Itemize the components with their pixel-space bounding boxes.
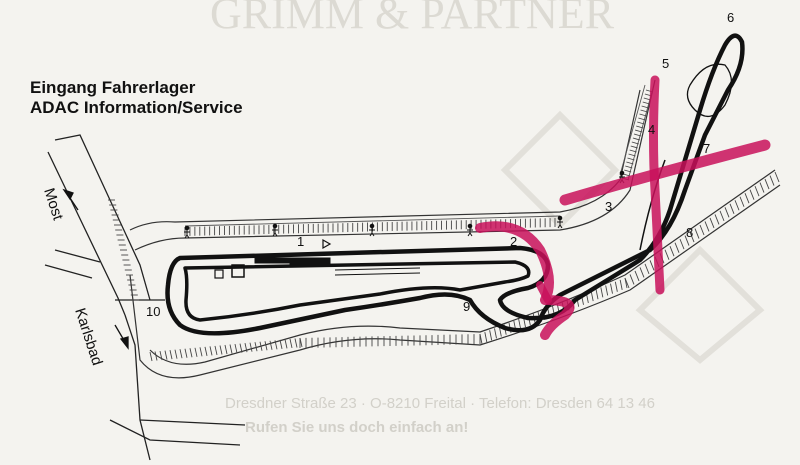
corner-number-4: 4 (648, 122, 655, 137)
corner-number-7: 7 (703, 141, 710, 156)
corner-number-2: 2 (510, 234, 517, 249)
corner-number-10: 10 (146, 304, 160, 319)
corner-number-1: 1 (297, 234, 304, 249)
building-icon (231, 264, 245, 278)
direction-arrows (62, 188, 129, 350)
corner-numbers: 1 2 3 4 5 6 7 8 9 10 (146, 10, 734, 319)
heading-adac-info: ADAC Information/Service (30, 98, 243, 117)
pit-lane-bar (289, 261, 331, 266)
spectator-icon (272, 223, 278, 237)
access-roads (44, 134, 246, 461)
corner-number-5: 5 (662, 56, 669, 71)
corner-number-6: 6 (727, 10, 734, 25)
heading-paddock-entrance: Eingang Fahrerlager (30, 78, 196, 97)
background-print: GRIMM & PARTNER Dresdner Straße 23 · O-8… (210, 0, 765, 436)
race-track (165, 33, 745, 336)
background-text-top: GRIMM & PARTNER (210, 0, 615, 38)
spectator-icon (369, 223, 375, 237)
corner-number-9: 9 (463, 299, 470, 314)
pit-line (334, 267, 421, 271)
corner-number-3: 3 (605, 199, 612, 214)
spectator-markers (184, 170, 625, 239)
marker-annotations (475, 75, 771, 340)
marker-stroke (536, 281, 552, 304)
road-label-karlsbad: Karlsbad (71, 306, 105, 368)
corner-number-8: 8 (686, 225, 693, 240)
background-text-bottom-1: Dresdner Straße 23 · O-8210 Freital · Te… (225, 395, 655, 412)
spectator-icon (467, 223, 473, 237)
background-text-bottom-2: Rufen Sie uns doch einfach an! (245, 419, 468, 436)
flag-icon (322, 238, 332, 250)
arrow-down-icon (119, 336, 129, 350)
road-label-most: Most (40, 186, 66, 223)
marker-stroke (649, 75, 665, 295)
pit-line (334, 272, 421, 276)
spectator-icon (184, 225, 190, 239)
spectator-icon (557, 215, 563, 229)
pit-area (214, 238, 421, 279)
building-icon (214, 269, 224, 279)
arrow-up-icon (62, 188, 74, 201)
background-diamond (500, 110, 620, 230)
